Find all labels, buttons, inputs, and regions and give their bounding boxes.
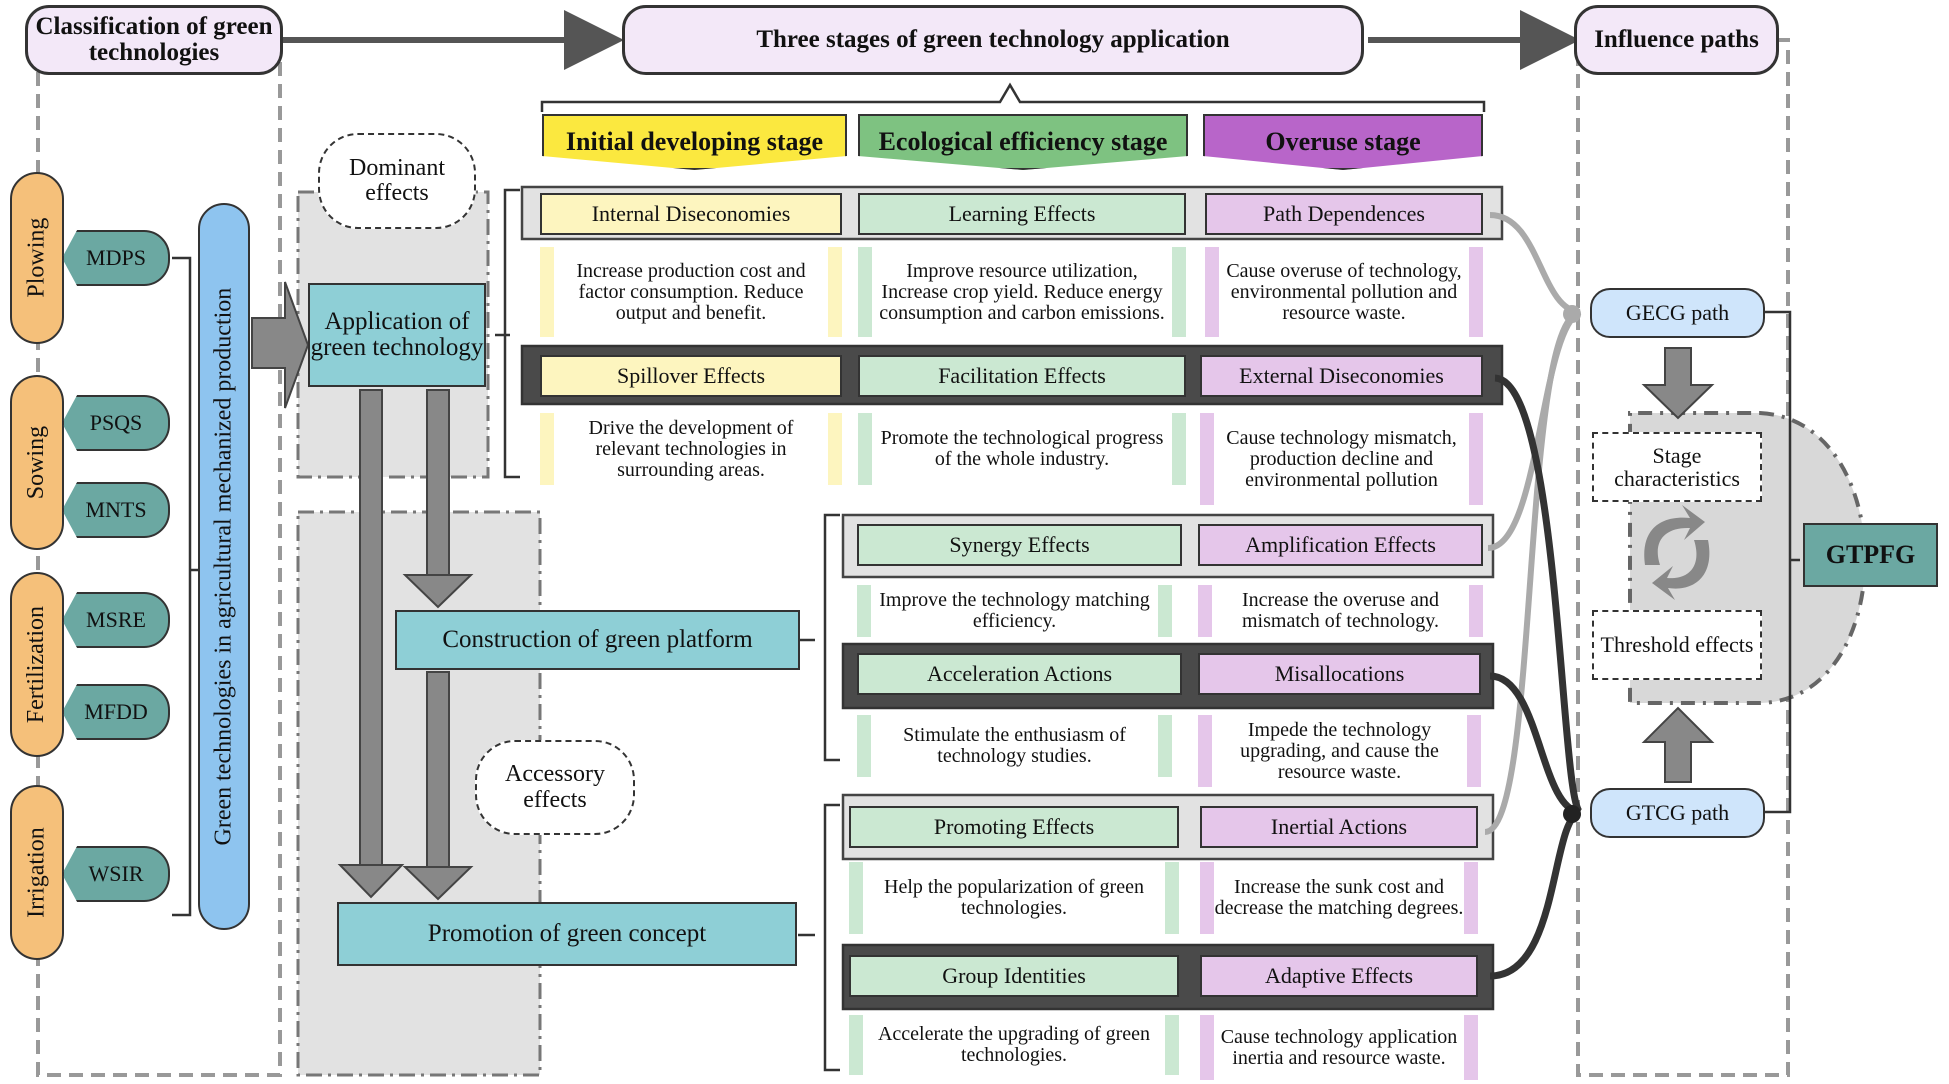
vertical-label-box: Green technologies in agricultural mecha… <box>198 203 250 930</box>
desc-misallocations: Impede the technology upgrading, and cau… <box>1198 715 1481 787</box>
gtpfg-box: GTPFG <box>1803 523 1938 587</box>
stage-characteristics: Stage characteristics <box>1592 432 1762 502</box>
desc-external-diseconomies: Cause technology mismatch, production de… <box>1200 413 1483 505</box>
desc-amplification: Increase the overuse and mismatch of tec… <box>1198 585 1483 637</box>
tag-mfdd: MFDD <box>62 684 170 740</box>
accessory-effects-label: Accessory effects <box>475 740 635 835</box>
gtcg-path: GTCG path <box>1590 788 1765 838</box>
tag-mdps: MDPS <box>62 230 170 286</box>
effect-promoting: Promoting Effects <box>849 806 1179 848</box>
platform-box: Construction of green platform <box>395 610 800 670</box>
effect-amplification: Amplification Effects <box>1198 524 1483 566</box>
category-plowing: Plowing <box>10 172 64 344</box>
effect-group-identities: Group Identities <box>849 955 1179 997</box>
threshold-effects: Threshold effects <box>1592 610 1762 680</box>
tag-mnts: MNTS <box>62 482 170 538</box>
desc-synergy: Improve the technology matching efficien… <box>857 585 1172 637</box>
category-sowing: Sowing <box>10 375 64 550</box>
effect-adaptive: Adaptive Effects <box>1200 955 1478 997</box>
desc-facilitation: Promote the technological progress of th… <box>858 413 1186 485</box>
tag-wsir: WSIR <box>62 846 170 902</box>
effect-internal-diseconomies: Internal Diseconomies <box>540 193 842 235</box>
category-fertilization: Fertilization <box>10 572 64 757</box>
effect-external-diseconomies: External Diseconomies <box>1200 355 1483 397</box>
concept-box: Promotion of green concept <box>337 902 797 966</box>
header-influence: Influence paths <box>1574 5 1779 75</box>
desc-learning: Improve resource utilization, Increase c… <box>858 247 1186 337</box>
desc-spillover: Drive the development of relevant techno… <box>540 413 842 485</box>
desc-inertial: Increase the sunk cost and decrease the … <box>1200 862 1478 934</box>
desc-acceleration: Stimulate the enthusiasm of technology s… <box>857 715 1172 777</box>
effect-synergy: Synergy Effects <box>857 524 1182 566</box>
effect-path-dependences: Path Dependences <box>1205 193 1483 235</box>
effect-inertial: Inertial Actions <box>1200 806 1478 848</box>
recycle-icon <box>1653 523 1703 593</box>
desc-path-dependences: Cause overuse of technology, environment… <box>1205 247 1483 337</box>
vertical-label: Green technologies in agricultural mecha… <box>210 287 237 846</box>
effect-facilitation: Facilitation Effects <box>858 355 1186 397</box>
tag-msre: MSRE <box>62 592 170 648</box>
dominant-effects-label: Dominant effects <box>318 133 476 229</box>
tag-psqs: PSQS <box>62 395 170 451</box>
effect-misallocations: Misallocations <box>1198 653 1481 695</box>
stage-ecological: Ecological efficiency stage <box>858 114 1188 170</box>
effect-learning: Learning Effects <box>858 193 1186 235</box>
effect-spillover: Spillover Effects <box>540 355 842 397</box>
category-irrigation: Irrigation <box>10 785 64 960</box>
application-box: Application of green technology <box>308 283 486 387</box>
desc-group-identities: Accelerate the upgrading of green techno… <box>849 1015 1179 1075</box>
effect-acceleration: Acceleration Actions <box>857 653 1182 695</box>
desc-promoting: Help the popularization of green technol… <box>849 862 1179 934</box>
header-classification: Classification of green technologies <box>25 5 283 75</box>
header-three-stages: Three stages of green technology applica… <box>622 5 1364 75</box>
gecg-path: GECG path <box>1590 288 1765 338</box>
desc-adaptive: Cause technology application inertia and… <box>1200 1015 1478 1080</box>
desc-internal-diseconomies: Increase production cost and factor cons… <box>540 247 842 337</box>
